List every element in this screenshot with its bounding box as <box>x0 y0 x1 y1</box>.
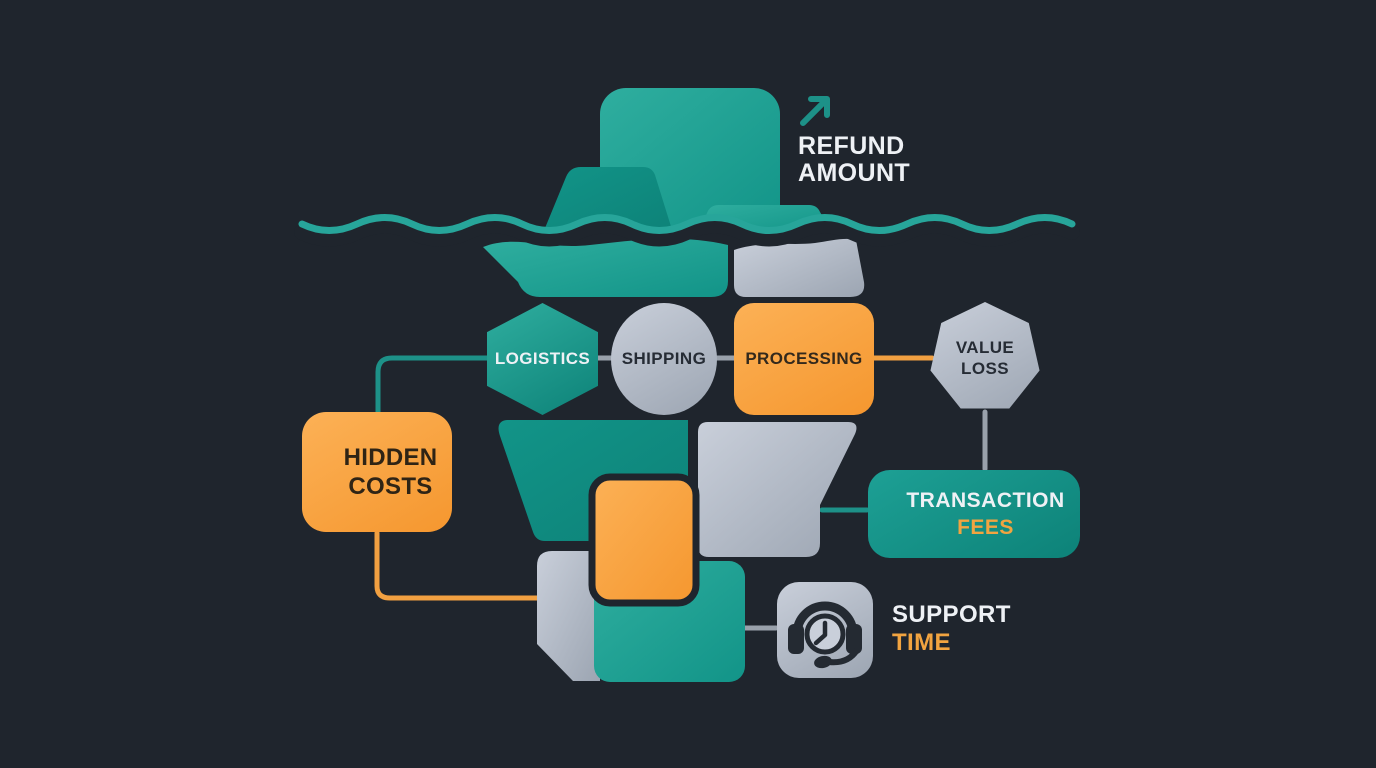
refund-amount-line1: REFUND <box>798 132 905 160</box>
transaction-fees-line2: FEES <box>957 516 1014 539</box>
support-time-line2: TIME <box>892 629 951 656</box>
cluster-orange-square <box>588 473 700 607</box>
node-value-loss: VALUE LOSS <box>930 302 1040 409</box>
node-shipping: SHIPPING <box>611 303 717 415</box>
connector-hidden-costs-cluster <box>374 530 540 601</box>
cluster-gray-notch <box>537 551 600 681</box>
underwater-teal-mass <box>483 238 728 297</box>
trend-up-arrow-icon <box>800 96 830 126</box>
cluster-gray-quad <box>698 422 857 557</box>
support-time-line1: SUPPORT <box>892 601 1011 628</box>
iceberg-tip-left <box>543 167 673 233</box>
headset-clock-icon <box>788 601 862 669</box>
node-transaction-fees: TRANSACTION FEES <box>868 470 1080 558</box>
connector-logistics-hidden-costs <box>375 355 491 415</box>
hidden-costs-line2: COSTS <box>348 473 433 500</box>
refund-amount-label: REFUND AMOUNT <box>798 133 910 187</box>
value-loss-line1: VALUE <box>955 338 1015 357</box>
underwater-gray-mass <box>734 238 865 297</box>
waterline-shadow <box>294 217 1080 247</box>
refund-amount-line2: AMOUNT <box>798 159 911 187</box>
waterline <box>298 214 1076 234</box>
logistics-label: LOGISTICS <box>494 349 591 368</box>
shipping-label: SHIPPING <box>621 349 707 368</box>
support-time-icon-box <box>777 582 873 678</box>
processing-label: PROCESSING <box>745 349 863 368</box>
transaction-fees-line1: TRANSACTION <box>906 489 1065 512</box>
support-time-label: SUPPORT TIME <box>892 601 1011 657</box>
value-loss-line2: LOSS <box>961 359 1009 378</box>
node-processing: PROCESSING <box>734 303 874 415</box>
node-hidden-costs: HIDDEN COSTS <box>302 412 452 532</box>
hidden-costs-line1: HIDDEN <box>343 444 438 471</box>
